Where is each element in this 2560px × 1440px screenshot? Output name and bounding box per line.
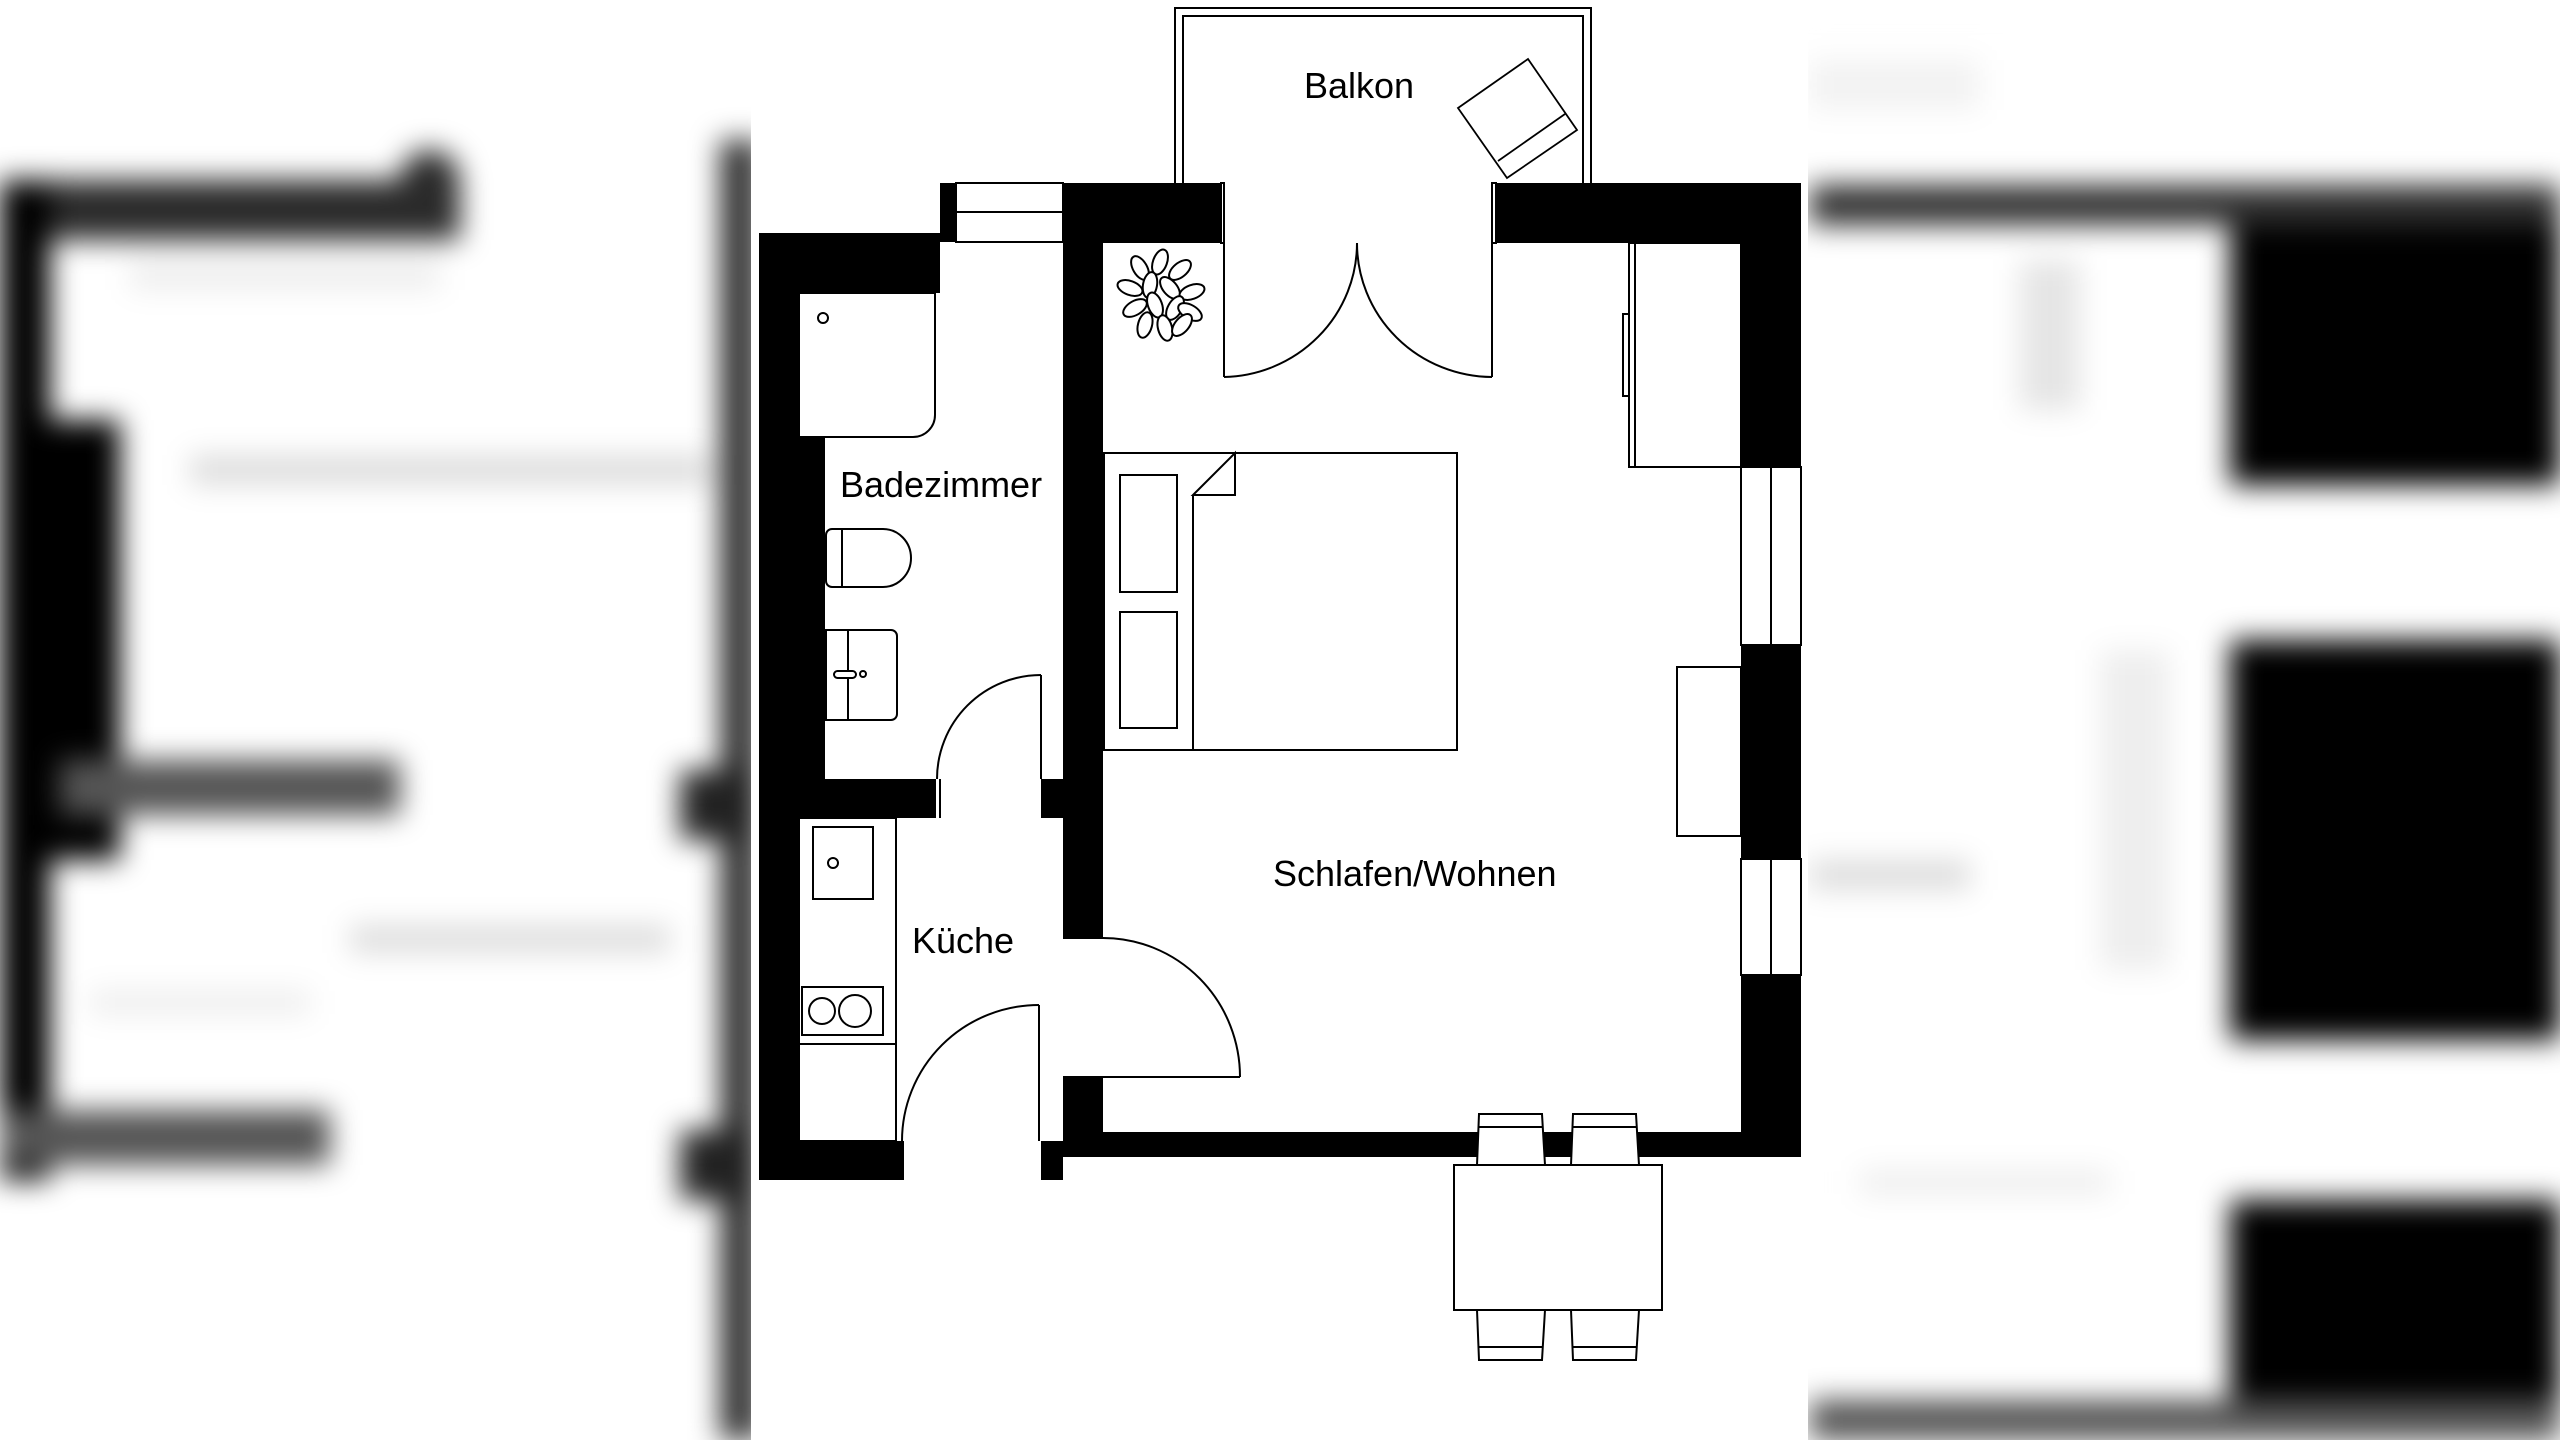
kitchen-counter	[798, 817, 897, 1142]
balcony-door-icon	[1223, 242, 1493, 378]
dining-table	[1453, 1164, 1663, 1311]
tv-cabinet	[1676, 666, 1742, 837]
kitchen-door-icon	[901, 1004, 1043, 1180]
kitchen-sink	[812, 826, 874, 900]
door-jamb	[1220, 182, 1225, 244]
balcony-lounger	[1456, 57, 1579, 180]
window-right-2	[1740, 858, 1802, 976]
toilet	[825, 528, 912, 588]
blurred-plan-left	[0, 0, 760, 1440]
living-room-door-icon	[1063, 937, 1241, 1078]
blurred-plan-right	[1800, 0, 2560, 1440]
walls	[759, 183, 1801, 1180]
wardrobe	[1622, 242, 1742, 468]
room-label-kueche: Küche	[912, 920, 1015, 961]
chair	[1569, 1113, 1641, 1166]
bed-icon	[1103, 450, 1458, 751]
dining-table-icon	[1453, 1113, 1663, 1361]
window-bath	[955, 182, 1064, 243]
room-label-badezimmer: Badezimmer	[840, 464, 1043, 505]
chair	[1569, 1309, 1641, 1361]
plant-icon	[1116, 248, 1206, 342]
chair	[1475, 1113, 1547, 1166]
bathroom-sink	[825, 629, 898, 721]
chair	[1475, 1309, 1547, 1361]
room-label-schlafen-wohnen: Schlafen/Wohnen	[1273, 853, 1557, 894]
pillow	[1119, 474, 1178, 593]
balcony-railing	[1174, 7, 1592, 183]
window-right-1	[1740, 466, 1802, 646]
shower	[798, 292, 936, 438]
door-jamb	[1491, 182, 1497, 244]
pillow	[1119, 611, 1178, 729]
bathroom-door-icon	[934, 674, 1048, 818]
room-label-balkon: Balkon	[1304, 65, 1415, 106]
